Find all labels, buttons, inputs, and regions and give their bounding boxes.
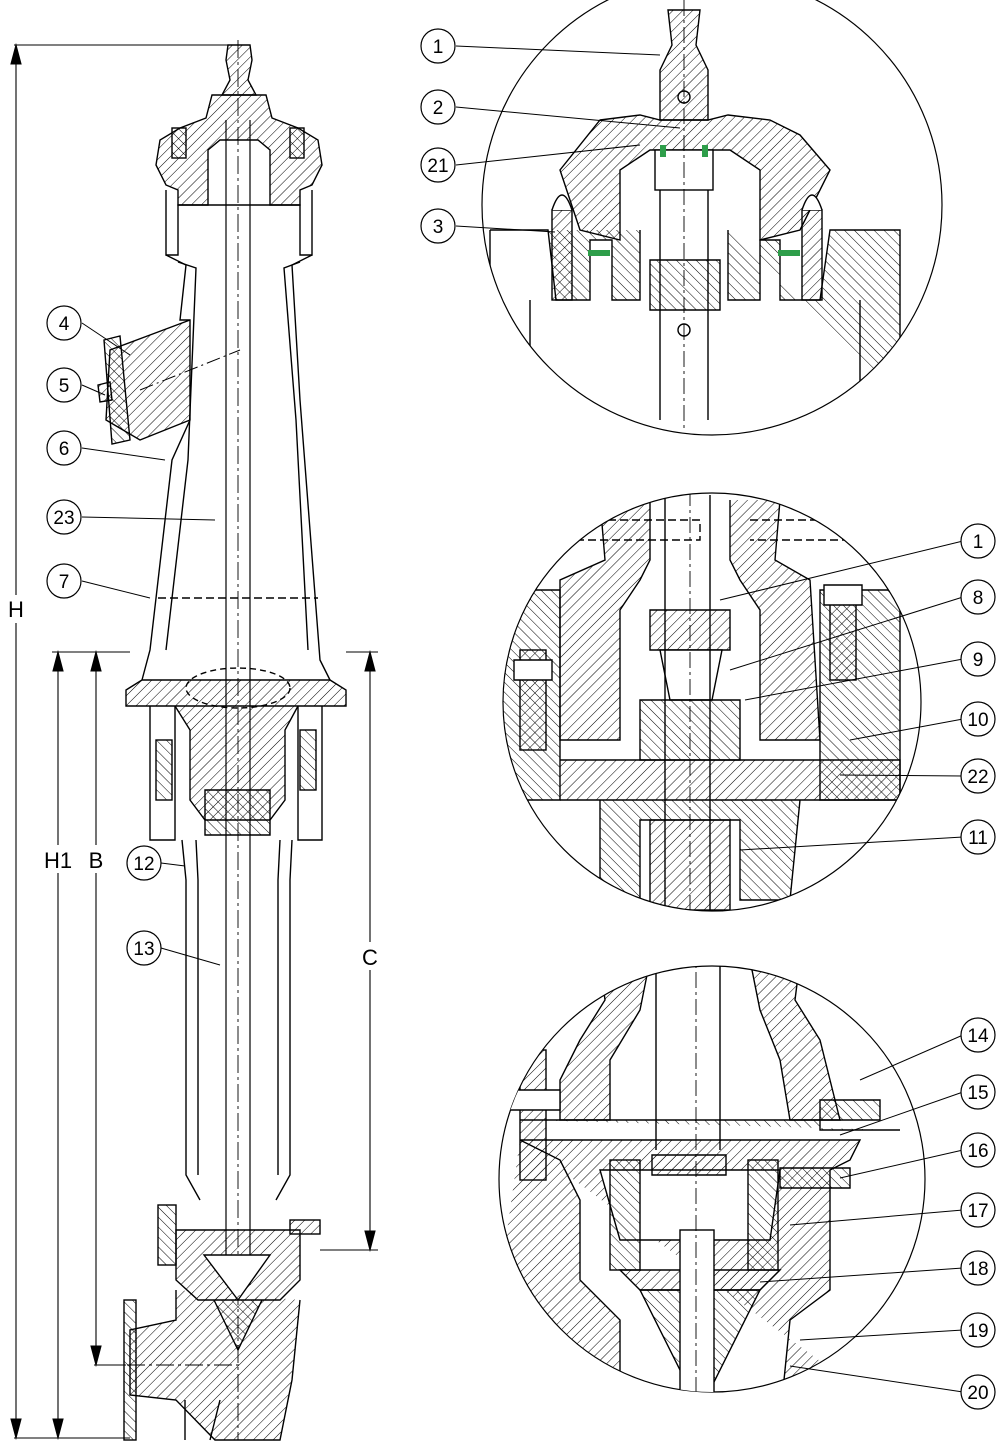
svg-text:22: 22 <box>967 767 988 788</box>
svg-text:13: 13 <box>133 939 154 960</box>
dimension-h-label: H <box>8 597 24 622</box>
dimension-lines <box>10 42 378 1441</box>
callout-15: 15 <box>960 1074 996 1110</box>
callout-13: 13 <box>126 930 162 966</box>
detail-bottom-view <box>498 965 926 1393</box>
callout-leaders <box>81 45 964 1393</box>
callout-11: 11 <box>960 819 996 855</box>
callout-bubbles: 1 2 21 3 1 8 9 10 22 11 14 15 16 17 18 1… <box>46 28 996 1410</box>
callout-8: 8 <box>960 579 996 615</box>
callout-14: 14 <box>960 1017 996 1053</box>
svg-text:15: 15 <box>967 1083 988 1104</box>
dimension-c-label: C <box>362 945 378 970</box>
svg-text:1: 1 <box>433 37 444 58</box>
callout-21: 21 <box>420 147 456 183</box>
svg-text:17: 17 <box>967 1201 988 1222</box>
callout-2: 2 <box>420 89 456 125</box>
svg-text:18: 18 <box>967 1259 988 1280</box>
callout-10: 10 <box>960 701 996 737</box>
callout-9: 9 <box>960 641 996 677</box>
svg-text:21: 21 <box>427 156 448 177</box>
callout-3: 3 <box>420 208 456 244</box>
svg-text:5: 5 <box>59 376 70 397</box>
callout-12: 12 <box>126 845 162 881</box>
callout-17: 17 <box>960 1192 996 1228</box>
callout-7: 7 <box>46 563 82 599</box>
svg-text:23: 23 <box>53 508 74 529</box>
callout-1-top: 1 <box>420 28 456 64</box>
dimension-h1-label: H1 <box>44 848 72 873</box>
svg-text:12: 12 <box>133 854 154 875</box>
callout-6: 6 <box>46 430 82 466</box>
svg-text:14: 14 <box>967 1026 989 1047</box>
callout-19: 19 <box>960 1312 996 1348</box>
detail-middle-view <box>502 492 922 912</box>
svg-text:1: 1 <box>973 532 984 553</box>
svg-text:16: 16 <box>967 1141 988 1162</box>
svg-text:11: 11 <box>968 828 988 849</box>
svg-text:4: 4 <box>59 314 70 335</box>
svg-text:7: 7 <box>59 572 70 593</box>
svg-text:9: 9 <box>973 650 984 671</box>
callout-16: 16 <box>960 1132 996 1168</box>
callout-1-mid: 1 <box>960 523 996 559</box>
callout-23: 23 <box>46 499 82 535</box>
callout-22: 22 <box>960 758 996 794</box>
svg-text:19: 19 <box>967 1321 988 1342</box>
svg-text:8: 8 <box>973 588 984 609</box>
callout-4: 4 <box>46 305 82 341</box>
svg-text:2: 2 <box>433 98 444 119</box>
detail-top-view <box>481 0 943 436</box>
dimension-b-label: B <box>89 848 104 873</box>
svg-text:3: 3 <box>433 217 444 238</box>
svg-text:10: 10 <box>967 710 988 731</box>
svg-text:6: 6 <box>59 439 70 460</box>
hydrant-main-view <box>97 40 347 1441</box>
callout-18: 18 <box>960 1250 996 1286</box>
svg-text:20: 20 <box>967 1383 988 1404</box>
callout-20: 20 <box>960 1374 996 1410</box>
callout-5: 5 <box>46 367 82 403</box>
